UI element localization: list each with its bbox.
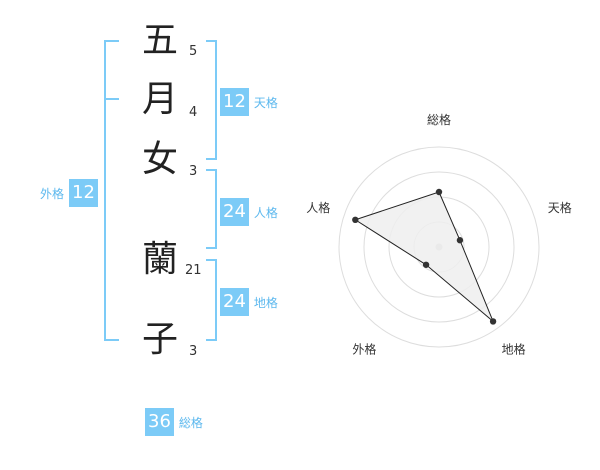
stroke-count-3: 3 <box>189 164 198 179</box>
radar-point-5 <box>352 216 359 224</box>
stroke-count-2: 4 <box>189 105 198 120</box>
tenkaku-value: 12 <box>220 88 249 116</box>
gaikaku-bracket <box>104 40 119 341</box>
tenkaku-bracket <box>206 40 217 160</box>
chikaku-value: 24 <box>220 288 249 316</box>
stroke-count-1: 5 <box>189 44 198 59</box>
radar-point-2 <box>456 237 464 244</box>
tenkaku-badge: 12 天格 <box>220 88 278 116</box>
radar-axis-label-4: 外格 <box>352 342 376 357</box>
name-char-4: 蘭 <box>141 239 178 280</box>
stroke-count-5: 3 <box>189 344 198 359</box>
radar-series-polygon <box>354 191 494 322</box>
jinkaku-badge: 24 人格 <box>220 198 278 226</box>
tenkaku-label: 天格 <box>253 95 278 110</box>
jinkaku-value: 24 <box>220 198 249 226</box>
chikaku-bracket <box>206 259 217 341</box>
chikaku-badge: 24 地格 <box>220 288 278 316</box>
name-char-2: 月 <box>141 79 178 120</box>
gaikaku-badge: 外格 12 <box>40 179 98 207</box>
radar-point-1 <box>435 188 443 196</box>
gaikaku-value: 12 <box>69 179 98 207</box>
soukaku-value: 36 <box>145 408 174 436</box>
radar-axis-label-2: 天格 <box>548 200 572 215</box>
jinkaku-label: 人格 <box>253 205 278 220</box>
radar-axis-label-3: 地格 <box>502 342 526 357</box>
name-char-3: 女 <box>141 139 178 180</box>
soukaku-label: 総格 <box>178 415 203 430</box>
radar-axis-label-1: 総格 <box>427 112 451 127</box>
radar-point-4 <box>422 261 430 268</box>
radar-grid-ring-3 <box>363 171 515 323</box>
radar-axis-label-5: 人格 <box>306 200 330 215</box>
chikaku-label: 地格 <box>253 295 278 310</box>
name-char-1: 五 <box>141 20 178 61</box>
radar-point-3 <box>489 318 497 325</box>
radar-grid-ring-4 <box>338 146 540 348</box>
jinkaku-bracket <box>206 169 217 249</box>
gaikaku-label: 外格 <box>40 186 65 201</box>
stroke-count-4: 21 <box>185 263 202 278</box>
name-char-5: 子 <box>141 319 178 360</box>
soukaku-badge: 36 総格 <box>145 408 203 436</box>
